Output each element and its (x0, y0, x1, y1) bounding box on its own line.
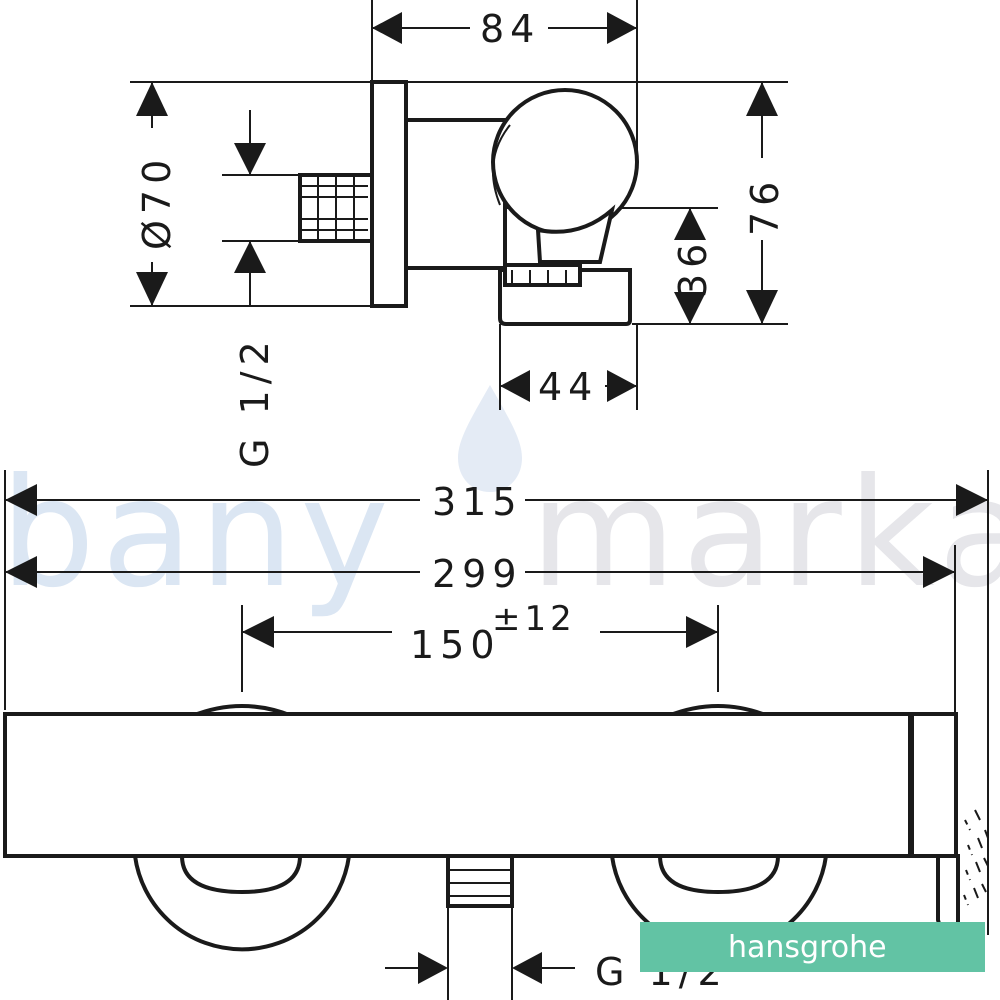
water-drop-icon (458, 385, 522, 492)
body-length-dimension-label: 299 (432, 552, 523, 596)
depth-dimension-label: 44 (538, 365, 598, 409)
water-stream (963, 809, 989, 906)
watermark-text-left: bany (0, 447, 395, 621)
brand-name: hansgrohe (728, 930, 887, 965)
outlet-height-dimension-label: 36 (671, 238, 715, 298)
tolerance-label: ±12 (492, 599, 576, 639)
side-view: 84 Ø70 76 36 G 1/2 44 (130, 0, 788, 468)
side-thread-label: G 1/2 (233, 335, 277, 468)
overall-length-dimension-label: 315 (432, 480, 523, 524)
height-dimension-label: 76 (743, 176, 787, 236)
centers-dimension-label: 150 (410, 623, 501, 667)
watermark-text-right: marka (530, 447, 1000, 621)
front-view: 315 299 150 ±12 (3, 470, 989, 1000)
hansgrohe-logo: hansgrohe (640, 922, 985, 972)
thread-lines (300, 175, 368, 241)
watermark: bany marka (0, 385, 1000, 621)
width-dimension-label: 84 (480, 7, 540, 51)
diameter-dimension-label: Ø70 (135, 154, 179, 250)
